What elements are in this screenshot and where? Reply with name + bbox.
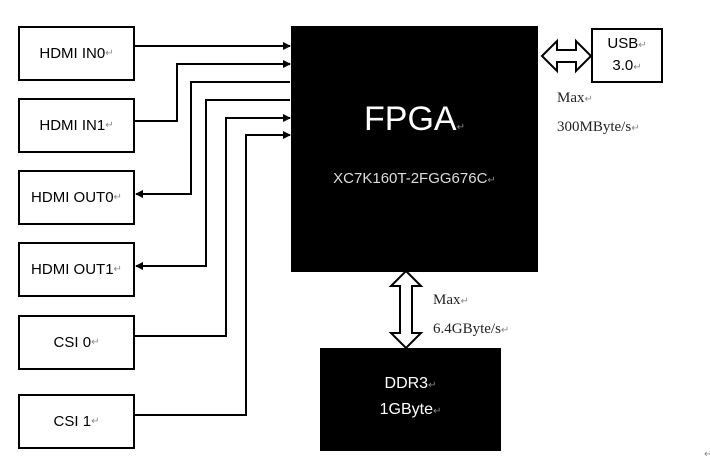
ddr-double-arrow	[388, 269, 424, 350]
hdmi-in1-block: HDMI IN1↵	[18, 98, 135, 153]
hdmi-in1-link	[134, 60, 291, 122]
csi1-link	[134, 131, 291, 416]
fpga-title: FPGA	[364, 100, 457, 138]
hdmi-out0-block: HDMI OUT0↵	[18, 170, 135, 225]
ddr-speed-label-2: 6.4GByte/s↵	[433, 321, 510, 337]
paragraph-mark: ↵	[704, 449, 710, 460]
usb-speed-label-1: Max↵	[557, 90, 593, 106]
ddr-speed-label-1: Max↵	[433, 292, 469, 308]
hdmi-out1-block: HDMI OUT1↵	[18, 242, 135, 297]
csi0-link	[134, 114, 291, 337]
ddr3-size: 1GByte	[379, 401, 433, 418]
hdmi-out0-link	[135, 81, 290, 198]
csi0-block: CSI 0↵	[18, 315, 135, 370]
ddr3-label: DDR3	[384, 375, 429, 392]
hdmi-in0-block: HDMI IN0↵	[18, 26, 135, 81]
fpga-block: FPGA↵ XC7K160T-2FGG676C↵	[291, 26, 538, 272]
fpga-part-number: XC7K160T-2FGG676C	[333, 170, 488, 187]
usb-double-arrow	[540, 38, 593, 74]
usb-block: USB↵ 3.0↵	[591, 28, 663, 83]
hdmi-out1-link	[135, 99, 290, 270]
csi1-block: CSI 1↵	[18, 394, 135, 449]
ddr3-block: DDR3↵ 1GByte↵	[320, 348, 501, 451]
usb-speed-label-2: 300MByte/s↵	[557, 119, 640, 135]
